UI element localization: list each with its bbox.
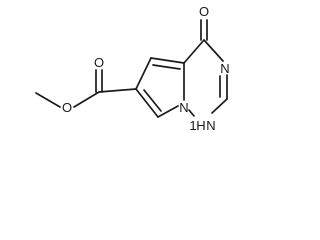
atom-carbonyl-oxygen: O <box>199 4 209 19</box>
bond-c4a-c4 <box>183 39 205 64</box>
structure-canvas: O N N 1 H N O O <box>0 0 242 148</box>
bond-c6-c7 <box>135 88 159 118</box>
chemical-structure-diagram: O N N 1 H N O O <box>35 4 230 133</box>
bond-c5-c6 <box>135 57 152 90</box>
bond-c6-c7-inner <box>143 89 162 112</box>
atom-bridgehead-n: N <box>179 100 188 115</box>
bond-n1-n8a <box>188 109 195 117</box>
bond-ester-c-o-ether <box>73 91 100 108</box>
bond-o-methyl <box>35 92 61 108</box>
bond-c4a-c5 <box>150 57 185 64</box>
atom-ring-n1-hydrogen: H <box>196 118 205 133</box>
bond-c6-ester-c <box>98 88 137 93</box>
atom-ring-n1-locant: 1 <box>189 118 196 133</box>
bond-c4a-c5-inner <box>152 64 181 70</box>
bond-c4-n3 <box>203 39 224 62</box>
atom-ring-n1: N <box>206 118 215 133</box>
atom-ring-n3: N <box>220 61 229 76</box>
bond-c2-n1 <box>211 98 228 114</box>
atom-ester-carbonyl-oxygen: O <box>94 55 104 70</box>
bond-c7-n8a <box>157 105 179 118</box>
atom-ester-ether-oxygen: O <box>62 100 72 115</box>
